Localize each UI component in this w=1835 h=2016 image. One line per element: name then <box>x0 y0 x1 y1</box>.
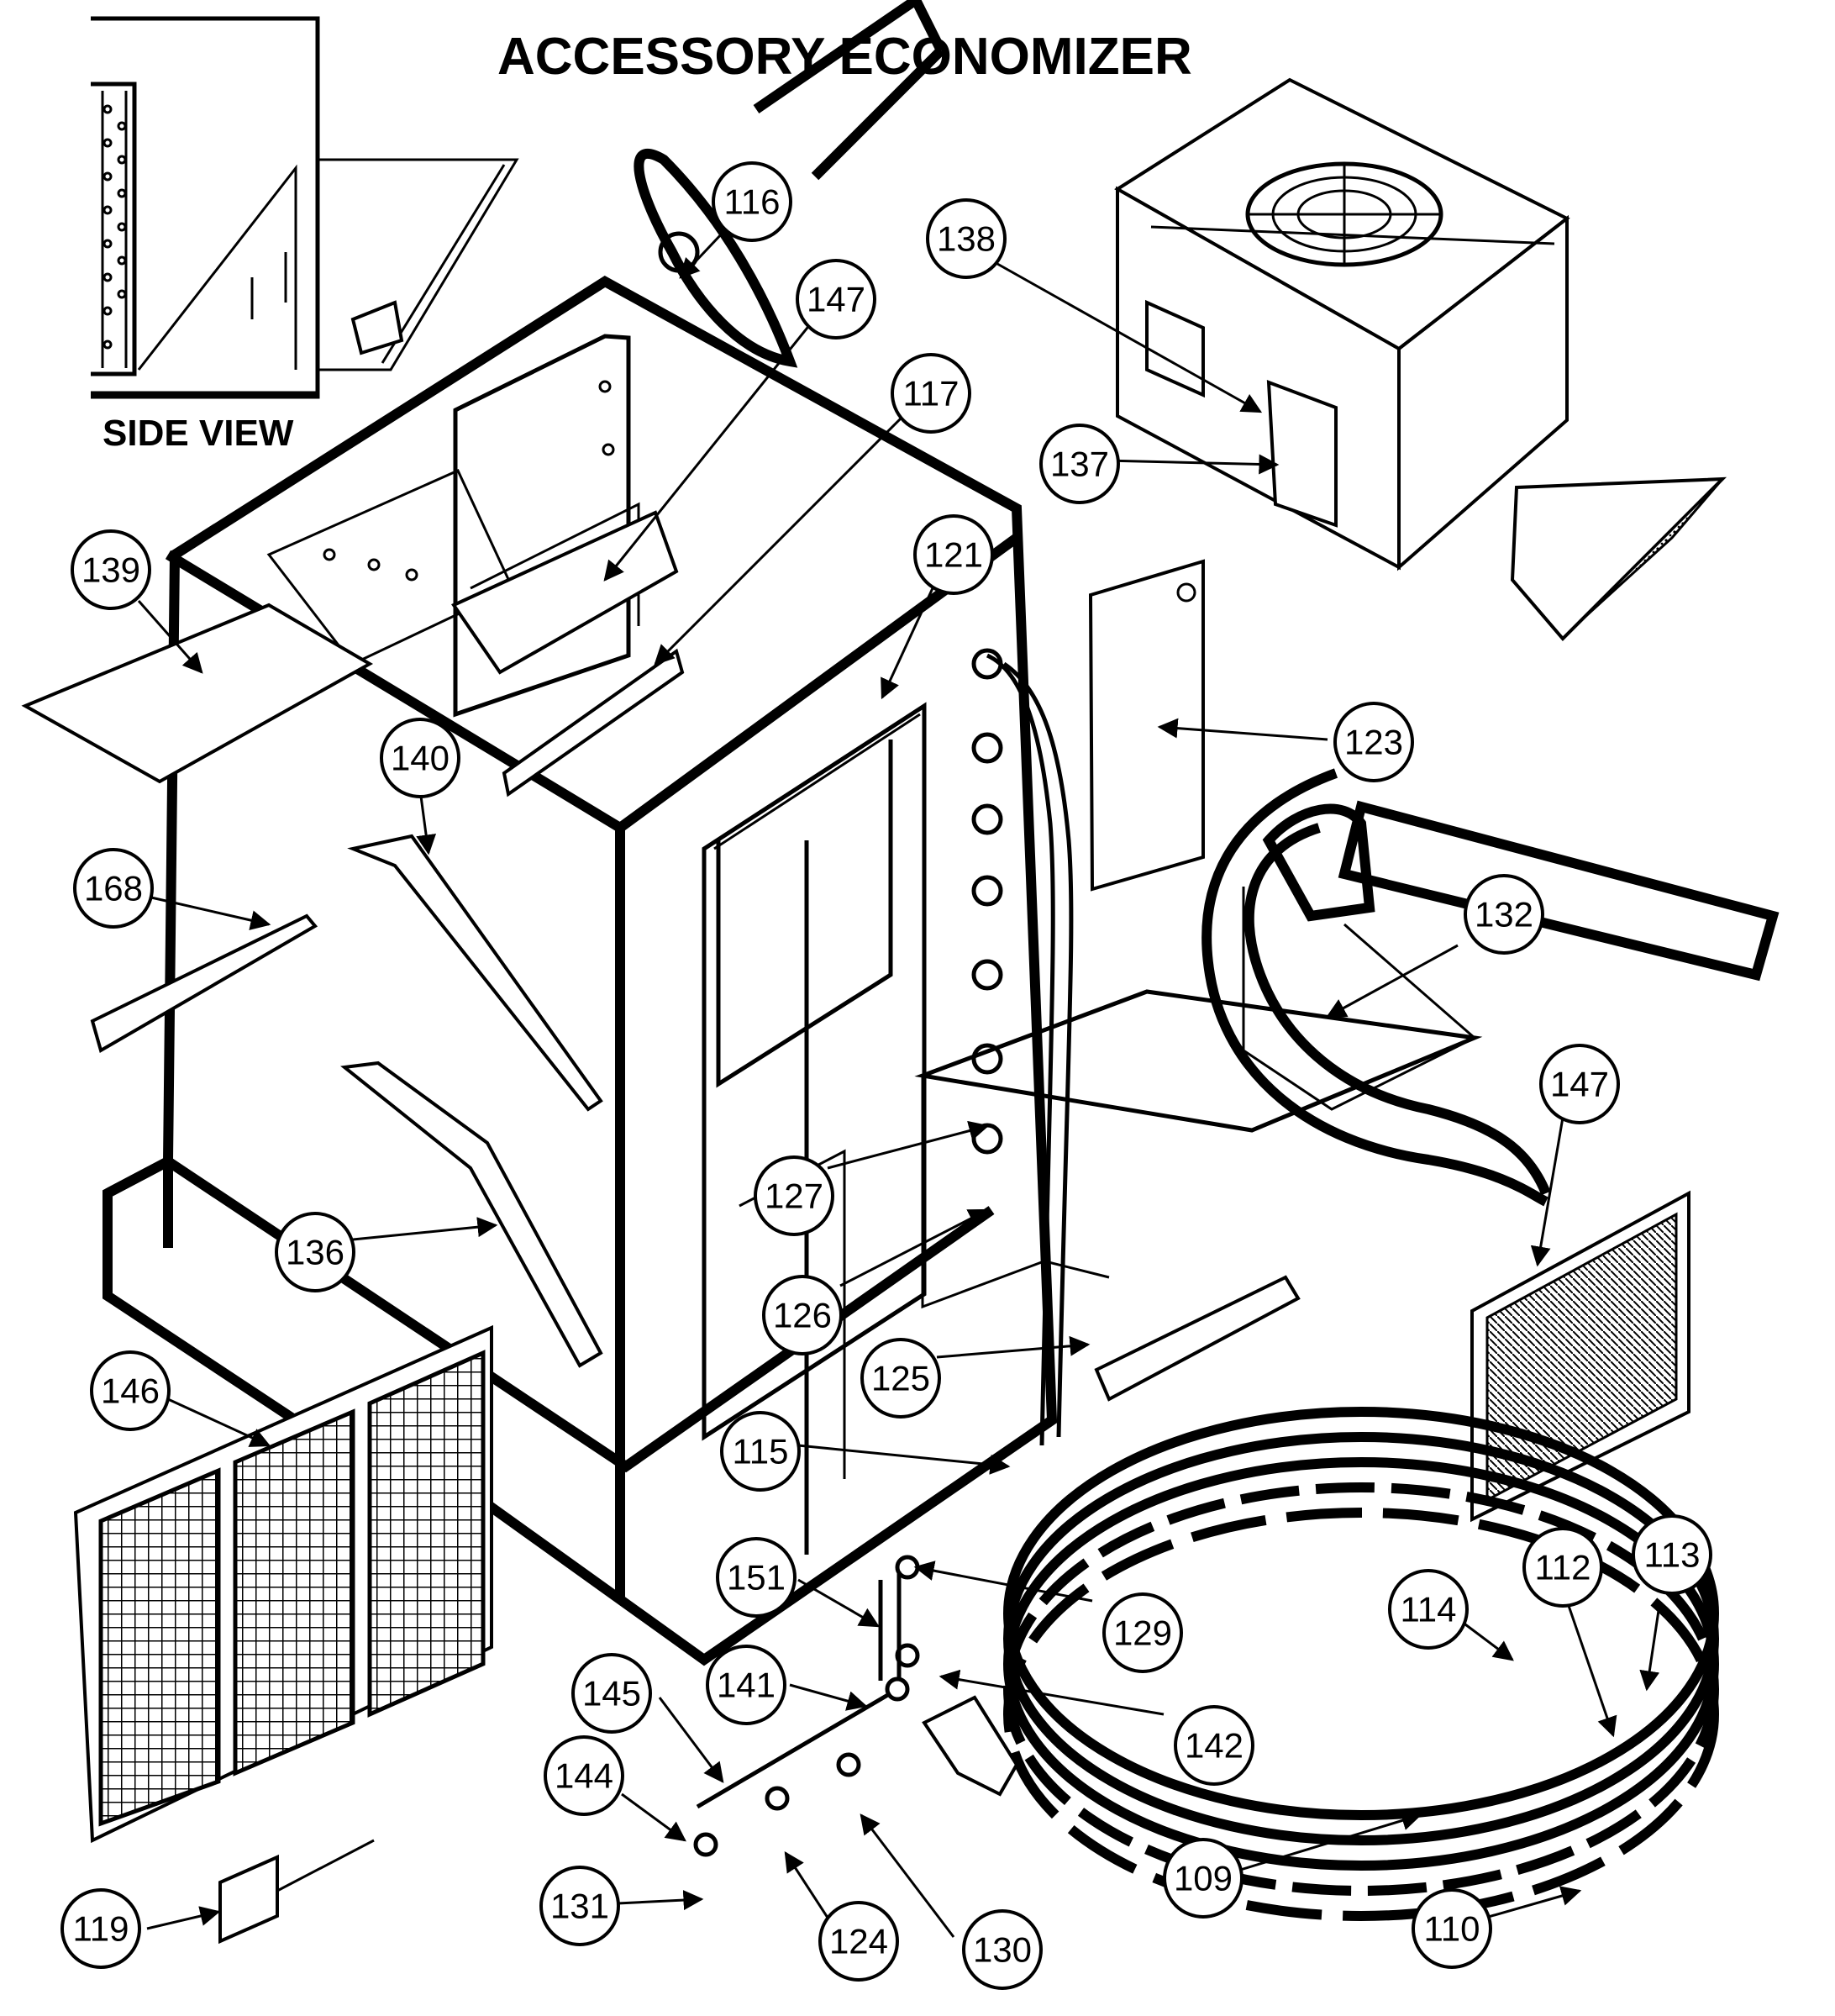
callout-123: 123 <box>1333 702 1414 782</box>
linkage-rods <box>986 653 1074 1446</box>
svg-text:126: 126 <box>773 1296 832 1335</box>
svg-text:147: 147 <box>807 280 865 319</box>
callout-127: 127 <box>754 1155 834 1236</box>
callout-144: 144 <box>544 1735 624 1816</box>
svg-text:109: 109 <box>1174 1859 1233 1898</box>
svg-text:123: 123 <box>1344 723 1403 762</box>
callout-130: 130 <box>962 1909 1043 1990</box>
leader-lines <box>137 200 1661 1938</box>
svg-text:127: 127 <box>765 1176 823 1216</box>
svg-text:117: 117 <box>903 374 960 413</box>
bracket-168 <box>90 913 318 1054</box>
callouts: 116 147 117 138 137 121 139 123 140 132 … <box>60 161 1712 1990</box>
bracket-117 <box>502 648 685 797</box>
side-view-holes <box>103 104 127 350</box>
bracket-119 <box>218 1854 279 1945</box>
side-view-inset <box>91 16 519 399</box>
cover-panel-132 <box>1242 887 1477 1111</box>
svg-text:137: 137 <box>1050 445 1109 484</box>
gasket-coil <box>1003 1407 1719 1921</box>
svg-text:142: 142 <box>1185 1726 1243 1766</box>
rooftop-unit <box>1114 77 1727 641</box>
svg-text:140: 140 <box>391 739 450 778</box>
svg-text:112: 112 <box>1535 1548 1591 1587</box>
callout-124: 124 <box>818 1901 899 1982</box>
callout-145: 145 <box>571 1653 652 1734</box>
svg-text:125: 125 <box>871 1359 930 1398</box>
svg-text:168: 168 <box>84 869 143 908</box>
callout-126: 126 <box>762 1275 843 1355</box>
linkage-assembly <box>693 1555 1019 1857</box>
svg-text:138: 138 <box>937 219 996 259</box>
svg-text:139: 139 <box>81 550 140 590</box>
svg-text:132: 132 <box>1475 895 1533 934</box>
svg-text:124: 124 <box>829 1922 888 1961</box>
callout-116: 116 <box>712 161 792 242</box>
callout-140: 140 <box>380 718 460 798</box>
bracket-139 <box>21 603 374 784</box>
callout-137: 137 <box>1039 424 1120 504</box>
svg-text:121: 121 <box>924 535 983 575</box>
callout-125: 125 <box>860 1338 941 1419</box>
svg-text:131: 131 <box>550 1887 609 1926</box>
callout-136: 136 <box>275 1212 355 1292</box>
side-view-label: SIDE VIEW <box>103 413 294 454</box>
filter-147 <box>1470 1190 1690 1523</box>
filter-rack <box>73 1324 493 1844</box>
callout-139: 139 <box>71 529 151 610</box>
svg-text:151: 151 <box>727 1558 786 1598</box>
callout-131: 131 <box>539 1866 620 1946</box>
svg-text:136: 136 <box>286 1233 344 1272</box>
svg-text:113: 113 <box>1644 1535 1701 1575</box>
panel-hole <box>1176 582 1196 603</box>
bracket-136 <box>340 1061 603 1368</box>
bracket-140 <box>347 834 603 1112</box>
callout-119: 119 <box>60 1888 141 1969</box>
callout-121: 121 <box>913 514 994 595</box>
svg-text:110: 110 <box>1424 1909 1480 1949</box>
svg-text:114: 114 <box>1401 1590 1457 1629</box>
svg-text:115: 115 <box>733 1432 789 1471</box>
callout-141: 141 <box>706 1645 786 1725</box>
callout-112: 112 <box>1522 1527 1603 1608</box>
callout-109: 109 <box>1163 1838 1243 1919</box>
svg-text:141: 141 <box>717 1666 776 1705</box>
svg-text:130: 130 <box>973 1930 1032 1970</box>
callout-115: 115 <box>720 1411 801 1492</box>
svg-text:144: 144 <box>555 1756 613 1796</box>
callout-138: 138 <box>926 198 1007 279</box>
svg-text:129: 129 <box>1113 1613 1172 1653</box>
damper-blade-top <box>634 0 946 368</box>
callout-132: 132 <box>1464 874 1544 955</box>
callout-117: 117 <box>891 353 971 434</box>
callout-151: 151 <box>716 1537 797 1618</box>
svg-text:116: 116 <box>724 182 781 222</box>
callout-146: 146 <box>90 1350 171 1431</box>
svg-text:146: 146 <box>101 1371 160 1411</box>
callout-168: 168 <box>73 848 154 929</box>
callout-147: 147 <box>796 259 876 340</box>
diagram-title: ACCESSORY ECONOMIZER <box>497 28 1192 86</box>
gasket-loop <box>1201 768 1780 1207</box>
callout-129: 129 <box>1102 1592 1183 1673</box>
svg-text:147: 147 <box>1550 1065 1609 1104</box>
callout-142: 142 <box>1174 1705 1254 1786</box>
connector-grommets <box>971 648 1003 1155</box>
callout-114: 114 <box>1388 1569 1469 1650</box>
callout-110: 110 <box>1412 1888 1492 1969</box>
callout-147-filter: 147 <box>1539 1044 1620 1124</box>
callout-113: 113 <box>1632 1514 1712 1595</box>
side-panel-123 <box>1088 559 1205 892</box>
inner-divider <box>266 334 679 718</box>
motor-mount-panel <box>914 989 1483 1402</box>
svg-text:119: 119 <box>73 1909 129 1949</box>
svg-text:145: 145 <box>582 1674 641 1713</box>
